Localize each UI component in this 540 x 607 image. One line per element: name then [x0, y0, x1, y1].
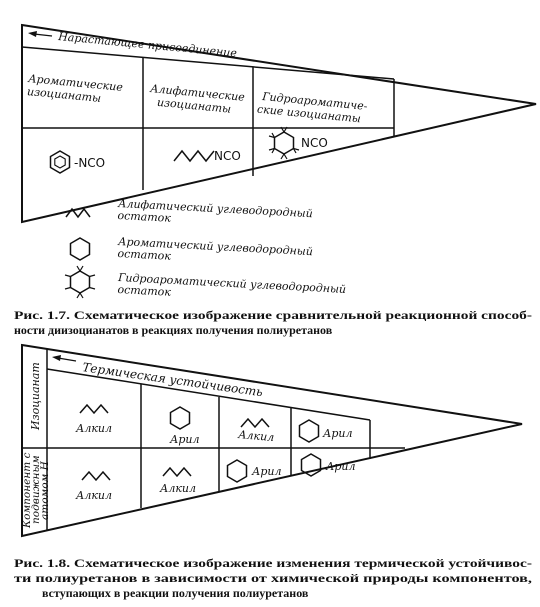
zigzag-chain-icon	[81, 470, 111, 482]
cyclohexane-ring-icon	[268, 126, 300, 160]
fig17-formula-hydroaromatic: NCO	[301, 136, 328, 150]
fig18-bottom-label-4: Арил	[325, 460, 355, 473]
benzene-ring-icon	[49, 150, 71, 174]
fig18-row-label-isocyanate: Изоцианат	[29, 362, 42, 431]
fig17-caption-line1: Рис. 1.7. Схематическое изображение срав…	[14, 308, 532, 322]
fig17-arrow-icon	[28, 31, 53, 37]
fig17-legend: Алифатический углеводородный остаток Аро…	[64, 197, 346, 299]
fig18-caption-line3: вступающих в реакции получения полиурета…	[42, 586, 309, 600]
fig18-bottom-label-1: Алкил	[75, 489, 112, 502]
hexagon-icon	[169, 406, 191, 430]
fig18-bottom-label-3: Арил	[251, 465, 281, 478]
zigzag-chain-icon	[173, 149, 215, 163]
fig17-arrow-label: Нарастающее присоединение	[57, 30, 238, 60]
fig17-caption-line2: ности диизоцианатов в реакциях получения…	[14, 323, 333, 337]
fig18-row-label-component-line2: подвижным	[30, 455, 42, 524]
fig17-header-hydroaromatic: Гидроароматиче- ские изоцианаты	[257, 90, 369, 125]
legend-hydroaromatic-line2: остаток	[117, 283, 171, 299]
fig17-arrow-band-line	[21, 46, 395, 80]
fig18-caption-line2: ти полиуретанов в зависимости от химичес…	[14, 571, 532, 585]
fig18-row-label-component-line1: Компонент с	[21, 452, 33, 529]
fig18-arrow-icon	[52, 355, 77, 362]
fig18-row-label-component: Компонент с подвижным атомом Н	[21, 452, 51, 529]
zigzag-chain-icon	[79, 403, 109, 415]
fig18-top-label-2: Арил	[169, 433, 199, 446]
fig17-formula-aromatic: -NCO	[74, 156, 105, 170]
legend-aliphatic-line2: остаток	[117, 209, 171, 225]
hexagon-icon	[226, 459, 248, 483]
fig18-bottom-label-2: Алкил	[159, 482, 196, 495]
fig17-formula-aliphatic: NCO	[214, 149, 241, 163]
fig18-top-label-4: Арил	[322, 427, 352, 440]
zigzag-chain-icon	[65, 207, 91, 219]
zigzag-chain-icon	[162, 466, 192, 478]
fig18-arrow-band-line	[46, 368, 371, 421]
cyclohexane-ring-icon	[64, 265, 96, 299]
fig18-row-label-component-line3: атомом Н	[39, 460, 51, 520]
fig18-caption-line1: Рис. 1.8. Схематическое изображение изме…	[14, 556, 532, 570]
zigzag-chain-icon	[240, 417, 270, 429]
hexagon-icon	[69, 237, 91, 261]
hexagon-icon	[300, 453, 322, 477]
figure-1-8: Термическая устойчивость Изоцианат Компо…	[14, 343, 532, 600]
fig18-wedge-outline	[21, 343, 523, 538]
fig17-wedge-outline	[21, 23, 537, 224]
hexagon-icon	[298, 419, 320, 443]
fig17-header-aromatic: Ароматические изоцианаты	[26, 72, 123, 105]
fig18-top-label-1: Алкил	[75, 422, 112, 435]
figure-1-7: Нарастающее присоединение Ароматические …	[14, 23, 537, 337]
legend-aromatic-line2: остаток	[117, 247, 171, 263]
fig18-top-label-3: Алкил	[237, 428, 275, 444]
fig17-header-aliphatic: Алифатические изоцианаты	[149, 82, 246, 116]
